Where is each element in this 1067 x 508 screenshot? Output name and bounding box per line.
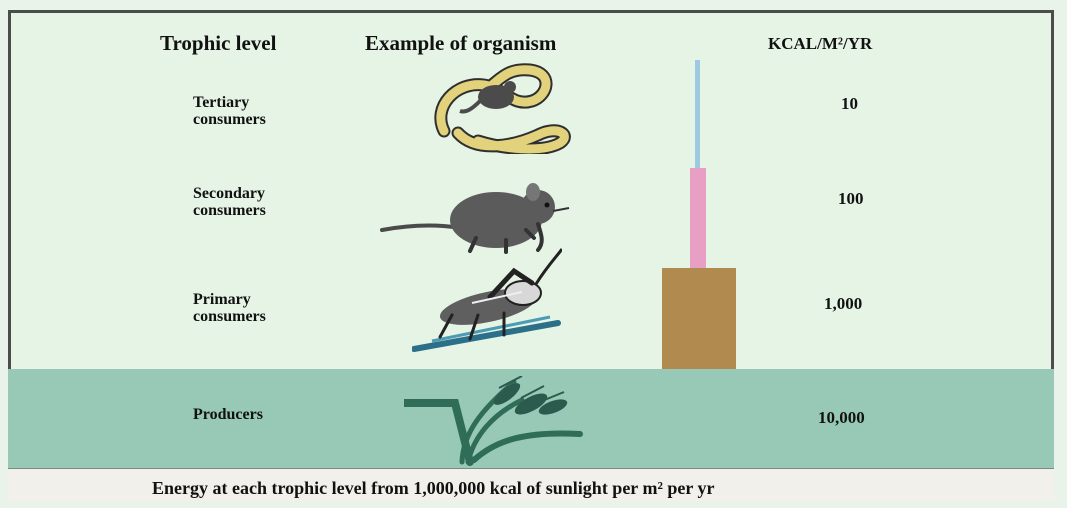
level-label-tertiary: Tertiary consumers bbox=[193, 94, 303, 128]
level-label-producers: Producers bbox=[193, 406, 303, 423]
header-unit: KCAL/M²/YR bbox=[768, 34, 872, 54]
caption: Energy at each trophic level from 1,000,… bbox=[152, 478, 715, 499]
header-example-organism: Example of organism bbox=[365, 31, 556, 56]
value-tertiary: 10 bbox=[841, 94, 858, 114]
level-label-secondary: Secondary consumers bbox=[193, 185, 303, 219]
value-producers: 10,000 bbox=[818, 408, 865, 428]
bar-secondary bbox=[690, 168, 706, 268]
header-trophic-level: Trophic level bbox=[160, 31, 276, 56]
bar-primary bbox=[662, 268, 736, 369]
bar-tertiary bbox=[695, 60, 700, 168]
snake-icon bbox=[426, 59, 586, 154]
value-secondary: 100 bbox=[838, 189, 864, 209]
grasshopper-icon bbox=[412, 245, 562, 360]
value-primary: 1,000 bbox=[824, 294, 862, 314]
grass-plant-icon bbox=[404, 376, 594, 466]
level-label-primary: Primary consumers bbox=[193, 291, 303, 325]
